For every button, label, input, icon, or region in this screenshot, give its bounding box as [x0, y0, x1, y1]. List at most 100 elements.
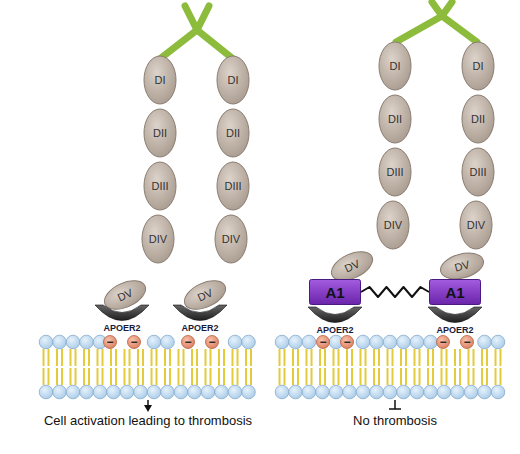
lipid-head [478, 335, 492, 349]
lipid-tail [454, 349, 456, 366]
lipid-tail [164, 349, 166, 366]
lipid-tail [454, 368, 456, 385]
receptor-crescent: APOER2 [94, 304, 150, 334]
lipid-tail [218, 368, 220, 385]
domain-shape [462, 148, 494, 196]
lipid-tail [446, 368, 448, 385]
lipid-tail [427, 368, 429, 385]
lipid-head [424, 385, 438, 399]
domain-label: DIII [224, 181, 241, 192]
lipid-tail [373, 349, 375, 366]
charge-shape [206, 336, 219, 349]
lipid-tail [169, 368, 171, 385]
spring-linker [361, 287, 429, 297]
domain-shape [379, 148, 411, 196]
domain-shape [377, 201, 409, 249]
lipid-tail [75, 349, 77, 366]
lipid-head [107, 385, 121, 399]
domain-shape [144, 109, 176, 157]
lipid-tail [292, 368, 294, 385]
lipid-tail [48, 368, 50, 385]
lipid-tail [360, 368, 362, 385]
lipid-tail [360, 349, 362, 366]
lipid-tail [124, 368, 126, 385]
domain-ellipse: DIV [376, 200, 410, 250]
domain-ellipse: DI [461, 41, 495, 91]
lipid-tail [338, 368, 340, 385]
lipid-tail [137, 368, 139, 385]
lipid-tail [279, 349, 281, 366]
domain-ellipse: DII [143, 108, 177, 158]
a1-label: A1 [445, 285, 464, 300]
lipid-head [478, 385, 492, 399]
domain-label: DI [390, 61, 401, 72]
domain-shape [462, 95, 494, 143]
domain-label: DII [388, 114, 402, 125]
lipid-head [242, 335, 256, 349]
lipid-tail [110, 368, 112, 385]
lipid-tail [481, 368, 483, 385]
domain-ellipse: DIII [461, 147, 495, 197]
lipid-tail [284, 349, 286, 366]
receptor-crescent: APOER2 [307, 306, 363, 336]
lipid-head [215, 385, 229, 399]
lipid-tail [124, 349, 126, 366]
lipid-tail [468, 368, 470, 385]
lipid-tail [414, 368, 416, 385]
lipid-tail [495, 349, 497, 366]
lipid-tail [392, 368, 394, 385]
arrow-head [144, 405, 152, 412]
lipid-tail [43, 368, 45, 385]
lipid-tail [245, 368, 247, 385]
lipid-tail [75, 368, 77, 385]
domain-shape [215, 215, 247, 263]
lipid-tail [495, 368, 497, 385]
lipid-tail [405, 349, 407, 366]
domain-shape [144, 56, 176, 104]
receptor-label: APOER2 [181, 323, 218, 334]
charge-shape [437, 336, 450, 349]
lipid-head [451, 385, 465, 399]
lipid-tail [205, 349, 207, 366]
lipid-tail [297, 349, 299, 366]
domain-shape [217, 56, 249, 104]
lipid-head [316, 385, 330, 399]
lipid-tail [387, 349, 389, 366]
lipid-head [383, 335, 397, 349]
lipid-head [120, 385, 134, 399]
lipid-tail [115, 368, 117, 385]
domain-ellipse: DIII [216, 161, 250, 211]
lipid-head [397, 335, 411, 349]
lipid-tail [97, 368, 99, 385]
domain-label: DII [226, 128, 240, 139]
antibody-arm [396, 16, 477, 42]
lipid-head [39, 335, 53, 349]
lipid-tail [500, 368, 502, 385]
lipid-head [424, 335, 438, 349]
lipid-head [39, 385, 53, 399]
lipid-tail [88, 349, 90, 366]
lipid-tail [387, 368, 389, 385]
outcome-arrow [144, 400, 401, 412]
receptor-label: APOER2 [316, 325, 353, 336]
lipid-tail [319, 349, 321, 366]
lipid-tail [88, 368, 90, 385]
lipid-tail [468, 349, 470, 366]
lipid-tail [164, 368, 166, 385]
charge-shape [461, 336, 474, 349]
charge-shape [128, 336, 141, 349]
lipid-tail [218, 349, 220, 366]
charge-circle: − [103, 335, 117, 349]
lipid-head [370, 385, 384, 399]
lipid-tail [205, 368, 207, 385]
lipid-tail [432, 349, 434, 366]
lipid-head [228, 385, 242, 399]
domain-shape [217, 109, 249, 157]
a1-box: A1 [309, 279, 361, 305]
charge-sign: − [130, 336, 137, 348]
domain-ellipse: DIV [459, 200, 493, 250]
lipid-head [53, 335, 67, 349]
lipid-tail [196, 368, 198, 385]
